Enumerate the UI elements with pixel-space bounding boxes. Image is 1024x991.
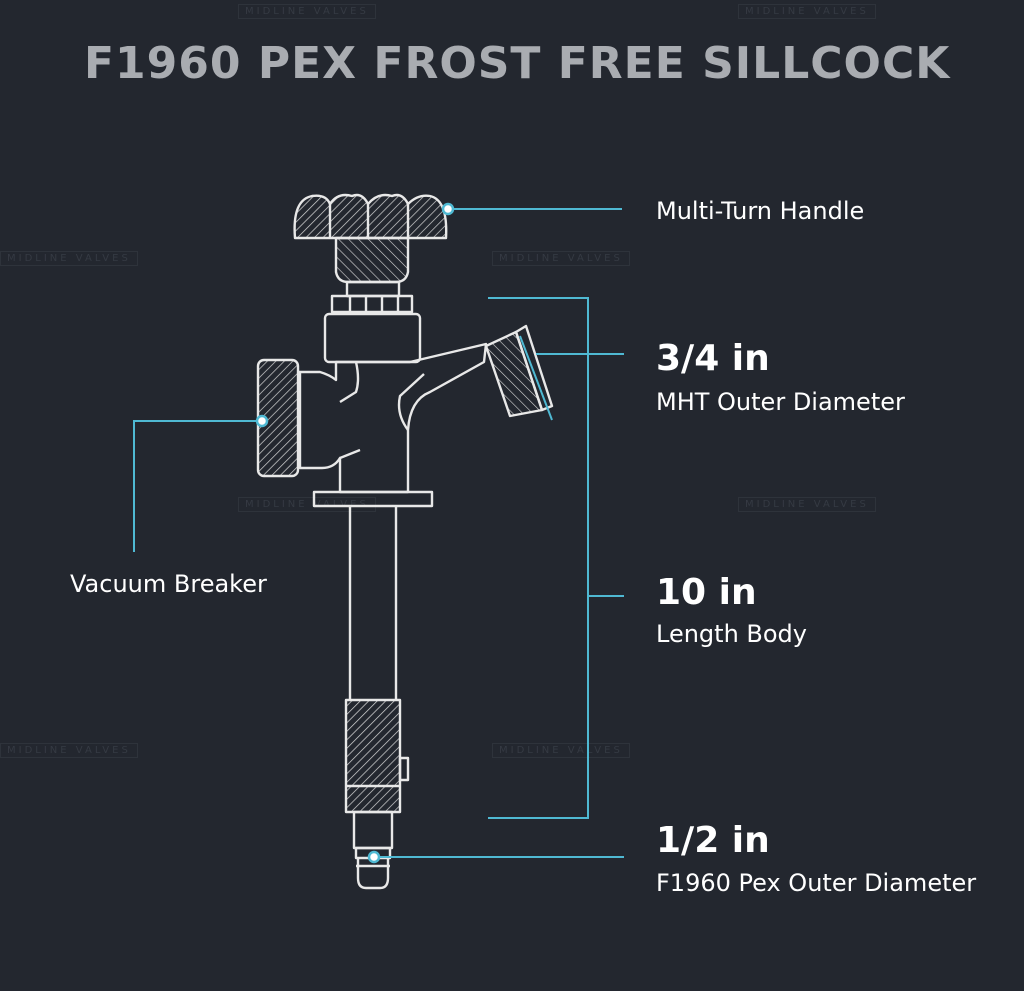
watermark: MIDLINE VALVES xyxy=(0,743,138,758)
handle-knob xyxy=(293,193,448,284)
watermark: MIDLINE VALVES xyxy=(0,251,138,266)
pex-label: F1960 Pex Outer Diameter xyxy=(656,869,977,897)
vacuum-callout-dot xyxy=(255,414,269,428)
vacuum-breaker-label: Vacuum Breaker xyxy=(70,570,267,598)
watermark: MIDLINE VALVES xyxy=(238,497,376,512)
watermark: MIDLINE VALVES xyxy=(738,4,876,19)
mht-bracket xyxy=(519,335,553,421)
body-length-label: Length Body xyxy=(656,620,807,648)
pex-callout-dot xyxy=(367,850,381,864)
watermark: MIDLINE VALVES xyxy=(492,743,630,758)
vacuum-leader xyxy=(133,420,262,552)
valve-body xyxy=(298,342,488,494)
watermark: MIDLINE VALVES xyxy=(238,4,376,19)
watermark: MIDLINE VALVES xyxy=(738,497,876,512)
length-bracket xyxy=(488,297,589,819)
mht-value: 3/4 in xyxy=(656,338,770,379)
body-tube xyxy=(348,506,398,700)
body-length-value: 10 in xyxy=(656,572,757,613)
handle-callout-dot xyxy=(441,202,455,216)
page-title: F1960 PEX FROST FREE SILLCOCK xyxy=(84,38,951,89)
watermark: MIDLINE VALVES xyxy=(492,251,630,266)
pex-value: 1/2 in xyxy=(656,820,770,861)
mht-label: MHT Outer Diameter xyxy=(656,388,905,416)
mounting-flange xyxy=(312,490,434,508)
handle-label: Multi-Turn Handle xyxy=(656,197,865,225)
packing-nut xyxy=(323,280,422,364)
hose-outlet xyxy=(484,324,554,418)
pex-fitting xyxy=(344,698,410,890)
